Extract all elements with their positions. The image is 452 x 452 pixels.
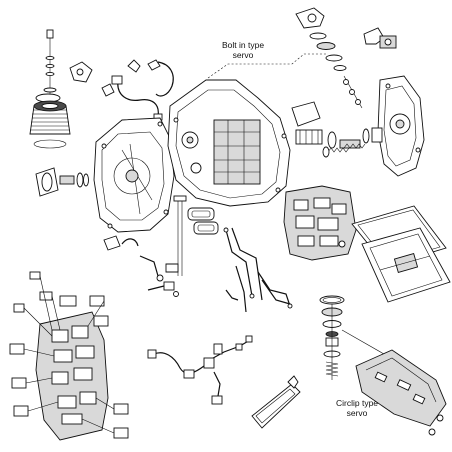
- oil-strainer: [251, 375, 301, 429]
- output-shaft-parts: [35, 167, 89, 197]
- bolt-in-servo-label: Bolt in type servo: [222, 40, 264, 60]
- circlip-servo-label-line1: Circlip type: [336, 398, 379, 408]
- input-shaft-assembly: [35, 29, 61, 103]
- bolt-in-servo-label-line2: servo: [232, 50, 254, 60]
- accumulator-springs: [322, 143, 366, 158]
- oil-pan: [361, 227, 451, 303]
- valve-body: [283, 185, 357, 261]
- dipstick: [173, 195, 187, 276]
- clutch-drum: [29, 100, 71, 149]
- governor-shaft: [291, 101, 383, 149]
- bolt-in-servo-label-line1: Bolt in type: [222, 40, 265, 50]
- separator-plate: [187, 207, 219, 235]
- bracket-parts: [69, 59, 161, 97]
- lower-valve-body: [355, 349, 447, 436]
- solenoids: [9, 271, 129, 439]
- circlip-servo-leader-line: [341, 329, 385, 355]
- pipe-fittings: [103, 235, 179, 297]
- circlip-servo-label: Circlip type servo: [336, 398, 378, 418]
- servo-bracket: [363, 27, 397, 49]
- rear-extension-housing: [377, 75, 425, 177]
- transmission-case: [167, 79, 291, 207]
- circlip-servo-parts: [319, 295, 345, 380]
- solenoid-valve-body: [35, 311, 109, 441]
- bolt-servo-leader: [207, 53, 328, 79]
- cooler-lines: [223, 227, 293, 313]
- bell-housing: [93, 117, 175, 233]
- bolt-in-servo-parts: [295, 7, 363, 109]
- circlip-servo-label-line2: servo: [346, 408, 368, 418]
- wiring-harness-upper: [111, 61, 174, 121]
- wiring-harness-lower: [147, 335, 253, 405]
